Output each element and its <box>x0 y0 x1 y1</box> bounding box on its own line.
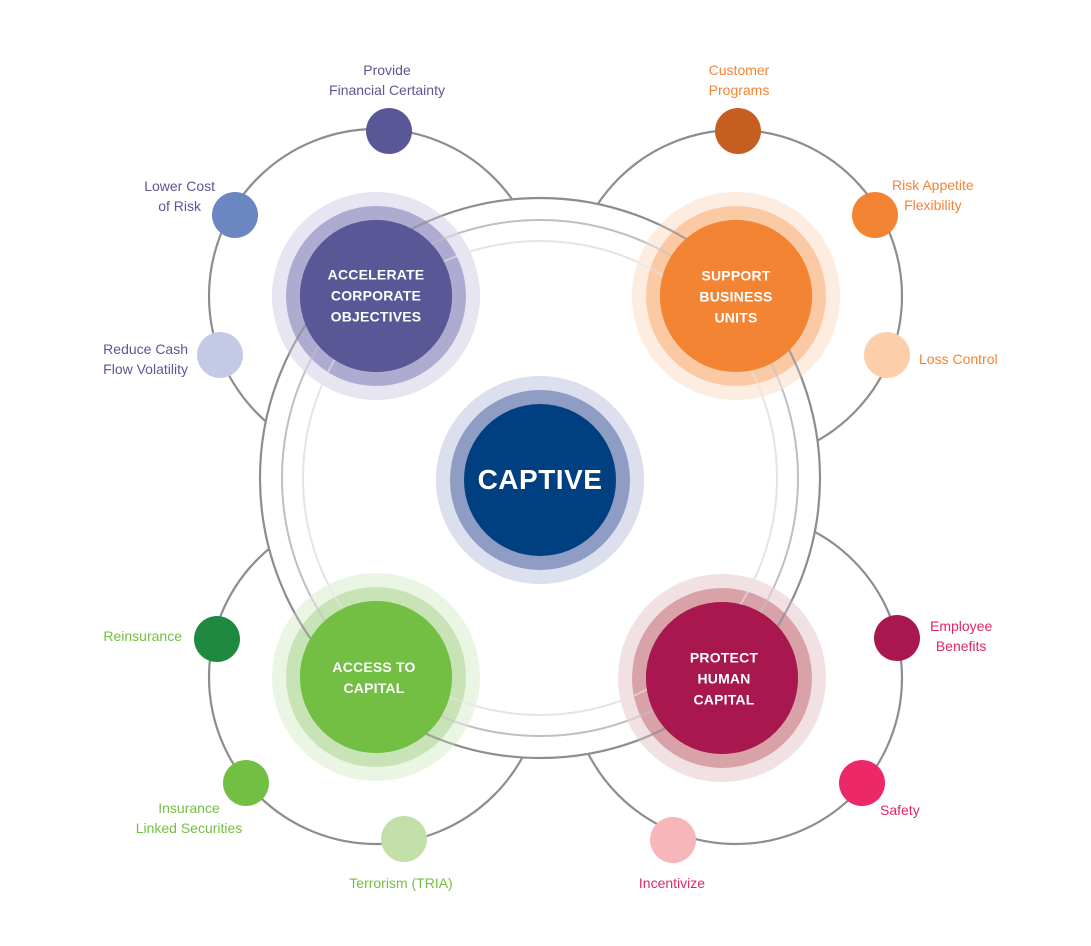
benefit-label-lower-cost-of-risk: Lower Cost of Risk <box>144 178 215 214</box>
hub-core-top <box>300 220 452 372</box>
benefit-label-incentivize: Incentivize <box>638 875 706 891</box>
pillar-label-protect: PROTECT HUMAN CAPITAL <box>689 649 759 708</box>
pillar-label-accelerate: ACCELERATE CORPORATE OBJECTIVES <box>327 266 425 325</box>
benefit-dot-provide-financial-certainty[interactable] <box>366 108 412 154</box>
benefit-dot-terrorism-tria[interactable] <box>381 816 427 862</box>
hub-core-top <box>300 601 452 753</box>
overlay-arcs <box>271 196 822 760</box>
center-label: CAPTIVE <box>477 464 603 495</box>
big-ring-inner <box>302 240 778 716</box>
center-hub[interactable] <box>436 376 644 584</box>
benefit-label-employee-benefits: Employee Benefits <box>930 618 993 654</box>
center-core <box>464 404 616 556</box>
benefit-label-provide-financial-certainty: Provide Financial Certainty <box>329 62 445 98</box>
benefit-label-safety: Safety <box>880 802 920 818</box>
benefit-dot-reduce-cash-flow-volatility[interactable] <box>197 332 243 378</box>
benefit-label-reduce-cash-flow-volatility: Reduce Cash Flow Volatility <box>103 341 188 377</box>
big-ring-outer <box>258 196 822 760</box>
benefit-dot-lower-cost-of-risk[interactable] <box>212 192 258 238</box>
benefit-label-risk-appetite-flexibility: Risk Appetite Flexibility <box>892 177 974 213</box>
benefit-label-reinsurance: Reinsurance <box>103 628 182 644</box>
benefit-dot-reinsurance[interactable] <box>194 616 240 662</box>
benefit-label-terrorism-tria: Terrorism (TRIA) <box>349 875 453 891</box>
big-ring-middle <box>281 219 799 737</box>
benefit-dot-risk-appetite-flexibility[interactable] <box>852 192 898 238</box>
hub-core-top <box>646 602 798 754</box>
benefit-label-insurance-linked-securities: Insurance Linked Securities <box>135 800 243 836</box>
benefit-dot-loss-control[interactable] <box>864 332 910 378</box>
benefit-dot-safety[interactable] <box>839 760 885 806</box>
benefit-dot-insurance-linked-securities[interactable] <box>223 760 269 806</box>
benefit-dot-incentivize[interactable] <box>650 817 696 863</box>
benefit-dots <box>194 108 920 863</box>
benefit-dot-customer-programs[interactable] <box>715 108 761 154</box>
hub-core-top <box>660 220 812 372</box>
benefit-label-customer-programs: Customer Programs <box>708 62 770 98</box>
benefit-label-loss-control: Loss Control <box>919 351 998 367</box>
pillar-label-access: ACCESS TO CAPITAL <box>332 659 416 696</box>
pillar-label-support: SUPPORT BUSINESS UNITS <box>699 267 773 326</box>
benefit-dot-employee-benefits[interactable] <box>874 615 920 661</box>
